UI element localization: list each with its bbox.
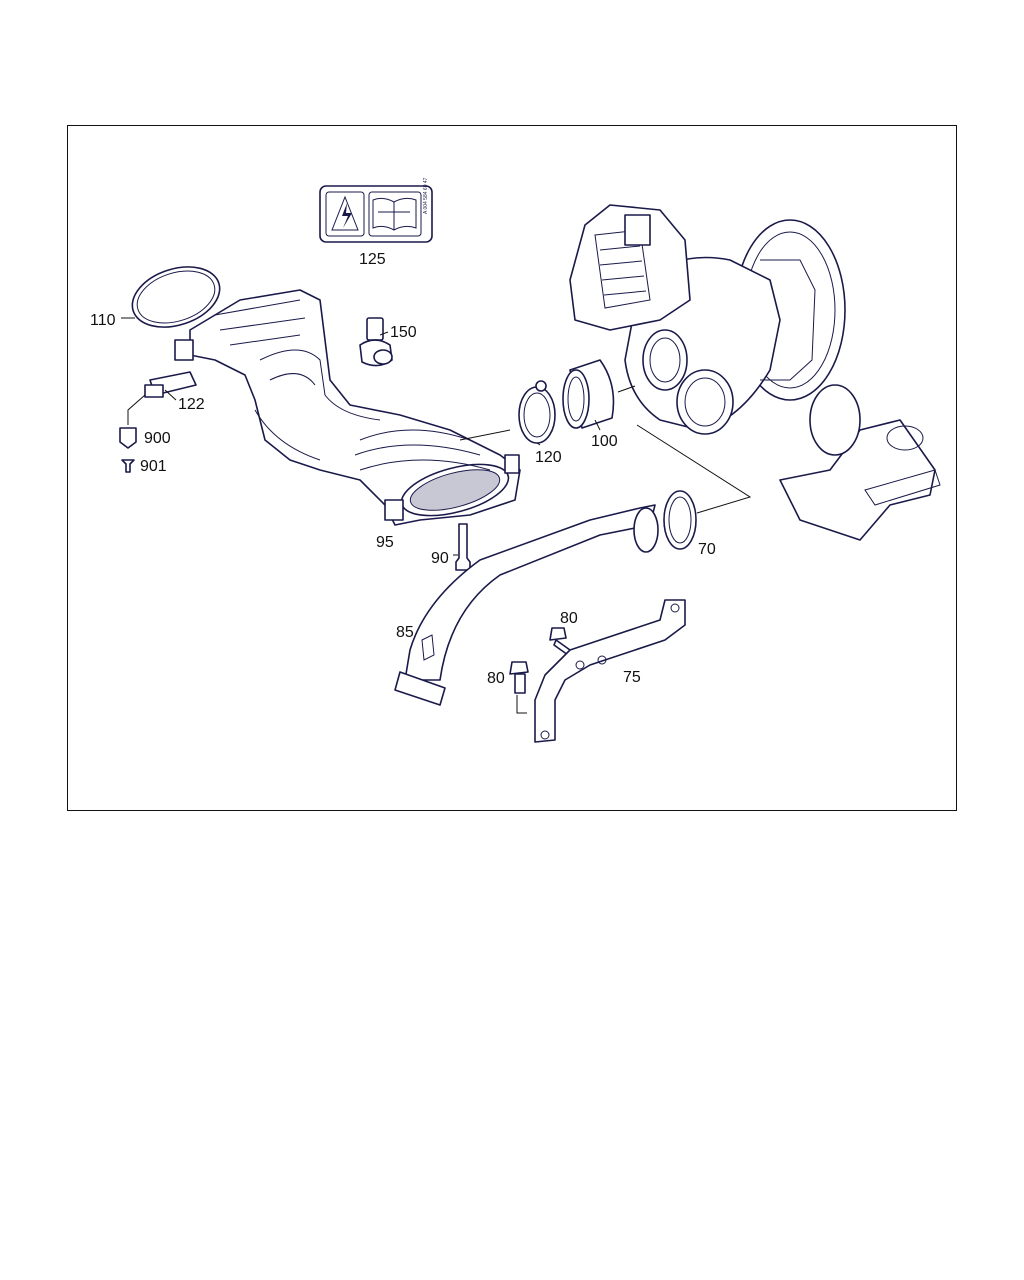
callout-122: 122 xyxy=(178,396,205,413)
label-code-text: A 004 584 60 47 xyxy=(423,177,429,214)
seal-ring-part-70 xyxy=(663,490,697,550)
diagram-frame xyxy=(67,125,957,811)
bolt-part-80-upper xyxy=(549,627,571,656)
callout-90: 90 xyxy=(431,550,449,567)
sensor-part-150 xyxy=(359,317,393,367)
clamp-part-120 xyxy=(518,380,556,444)
callout-125: 125 xyxy=(359,251,386,268)
bracket-part-75 xyxy=(534,599,686,743)
callout-80-upper: 80 xyxy=(560,610,578,627)
screw-part-901 xyxy=(121,459,135,473)
callout-901: 901 xyxy=(140,458,167,475)
callout-95: 95 xyxy=(376,534,394,551)
callout-70: 70 xyxy=(698,541,716,558)
manual-wrench-icon xyxy=(372,197,417,231)
bolt-part-90 xyxy=(455,523,471,571)
leader-lines xyxy=(121,317,752,714)
sleeve-part-100 xyxy=(562,359,615,429)
bolt-part-80-lower xyxy=(509,661,529,694)
callout-120: 120 xyxy=(535,449,562,466)
callout-100: 100 xyxy=(591,433,618,450)
turbocharger xyxy=(569,204,941,541)
bolt-part-900 xyxy=(119,427,137,449)
callout-900: 900 xyxy=(144,430,171,447)
charge-pipe-part-85 xyxy=(394,504,659,706)
callout-110: 110 xyxy=(90,312,116,329)
callout-75: 75 xyxy=(623,669,641,686)
callout-85: 85 xyxy=(396,624,414,641)
warning-label-part-125: A 004 584 60 47 xyxy=(319,177,433,243)
callout-80-lower: 80 xyxy=(487,670,505,687)
lightning-icon xyxy=(342,203,352,228)
callout-150: 150 xyxy=(390,324,417,341)
intake-pipe-part-95 xyxy=(174,289,521,526)
mass-airflow-sensor-part-122 xyxy=(144,371,197,398)
seal-ring-part-110 xyxy=(131,266,221,328)
